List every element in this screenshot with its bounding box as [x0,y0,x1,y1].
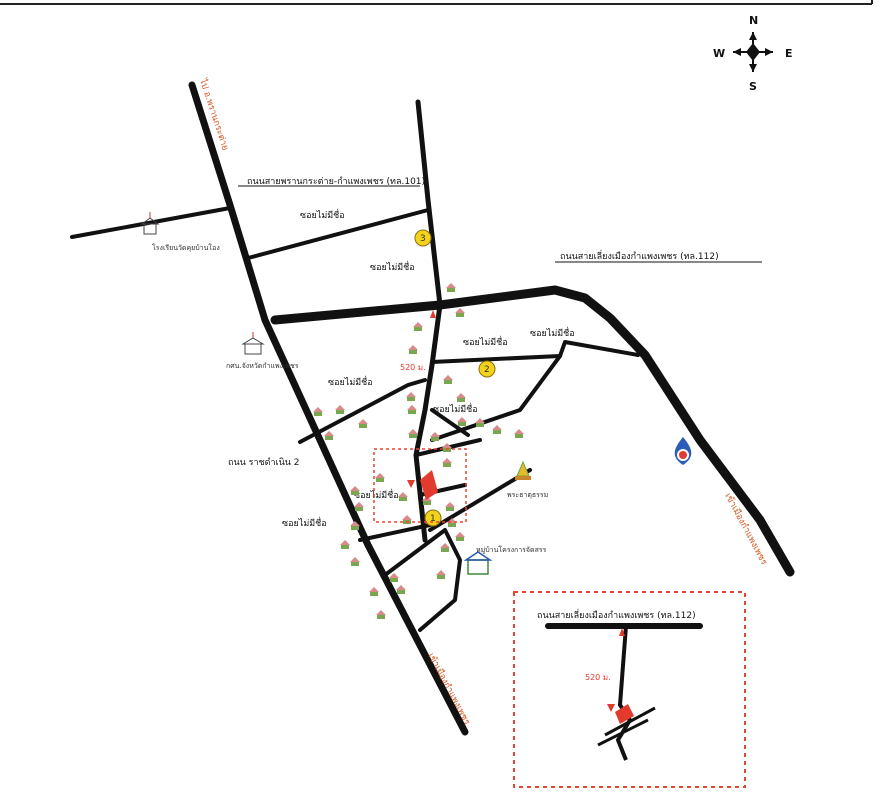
house-icon [436,570,446,579]
page-frame [0,0,873,5]
soi-lower-c [358,523,432,542]
house-icon [407,405,417,414]
house-icon [430,432,440,441]
label-soi-3: ซอยไม่มีชื่อ [530,326,575,339]
tl112-road [270,285,795,577]
house-icon [455,532,465,541]
direction-arrow-plot [407,480,415,488]
label-school: โรงเรียนวัดคุยบ้านโอง [152,243,220,252]
house-icon [442,443,452,452]
road-network [70,81,795,736]
direction-arrow-north [430,310,436,318]
house-icon [389,573,399,582]
school-icon [140,212,160,235]
temple-icon [515,460,531,480]
house-icon [313,407,323,416]
house-icon [445,502,455,511]
compass-w: W [713,47,725,60]
road-labels: ถนนสายพรานกระต่าย-กำแพงเพชร (ทล.101) ซอย… [228,176,762,529]
label-soi-7: ซอยไม่มีชื่อ [354,488,399,501]
compass-e: E [785,47,793,60]
house-icon [457,417,467,426]
location-marker-2: 2 [478,360,496,378]
soi-marker2 [430,340,640,364]
soi-lower-a [428,468,532,532]
route-labels: ไป อ.พรานกระต่าย เข้าเมืองกำแพงเพชร เข้า… [197,77,770,727]
label-village: หมู่บ้านโครงการจัดสรร [476,545,547,554]
label-soi-8: ซอยไม่มีชื่อ [282,516,327,529]
location-marker-3: 3 [414,229,432,247]
house-icon [350,521,360,530]
svg-text:1: 1 [430,514,436,524]
soi-lower-d [383,528,462,632]
house-icon [396,585,406,594]
label-provincial-office: กศน.จังหวัดกำแพงเพชร [226,362,299,370]
house-icon [324,431,334,440]
house-icon [440,543,450,552]
house-icon [398,492,408,501]
house-icon [340,540,350,549]
house-icon [455,308,465,317]
house-icon [443,375,453,384]
village-icon [463,551,493,575]
svg-text:3: 3 [420,234,426,244]
house-icon [376,610,386,619]
label-soi-6: ซอยไม่มีชื่อ [433,402,478,415]
house-icon [456,393,466,402]
house-icon [475,418,485,427]
highlight-box [373,448,467,523]
west-road [70,206,232,239]
inset-road-label: ถนนสายเลี่ยงเมืองกำแพงเพชร (ทล.112) [537,608,696,621]
label-soi-2: ซอยไม่มีชื่อ [370,260,415,273]
svg-text:2: 2 [484,365,490,375]
inset-distance: 520 ม. [585,673,611,682]
house-cluster [313,283,524,619]
house-icon [514,429,524,438]
house-icon [375,473,385,482]
compass-s: S [749,80,757,93]
compass-n: N [749,14,758,27]
house-icon [406,392,416,401]
government-office-icon [241,332,265,355]
house-icon [335,405,345,414]
label-temple: พระธาตุธรรม [507,491,548,499]
gas-station-icon [674,437,692,465]
house-icon [350,486,360,495]
house-icon [408,345,418,354]
house-icon [413,322,423,331]
house-icon [492,425,502,434]
soi-mid [430,408,470,437]
label-soi-5: ซอยไม่มีชื่อ [328,375,373,388]
target-plot-icon [420,470,438,500]
label-tl112: ถนนสายเลี่ยงเมืองกำแพงเพชร (ทล.112) [560,249,719,262]
route-to-city: เข้าเมืองกำแพงเพชร [425,651,472,727]
soi-left-middle [298,378,427,444]
house-icon [442,458,452,467]
house-icon [369,587,379,596]
label-soi-4: ซอยไม่มีชื่อ [463,335,508,348]
house-icon [350,557,360,566]
soi-upper [246,208,430,260]
distance-label: 520 ม. [400,363,426,372]
house-icon [358,419,368,428]
label-tl101: ถนนสายพรานกระต่าย-กำแพงเพชร (ทล.101) [247,176,425,187]
house-icon [354,502,364,511]
house-icon [408,429,418,438]
label-soi-1: ซอยไม่มีชื่อ [300,208,345,221]
location-marker-1: 1 [424,509,442,527]
compass-rose-icon: N S E W [713,14,793,93]
inset-map: ถนนสายเลี่ยงเมืองกำแพงเพชร (ทล.112) 520 … [513,591,746,788]
label-ratchadamnoen: ถนน ราชดำเนิน 2 [228,457,299,468]
house-icon [446,283,456,292]
